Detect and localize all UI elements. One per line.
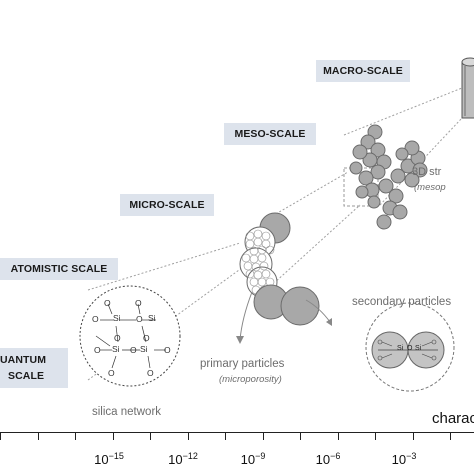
axis-tick-mark: [225, 432, 226, 440]
macro-cylinder: [461, 57, 474, 119]
atomistic-scale-tag: ATOMISTIC SCALE: [0, 258, 118, 280]
atom-o: O: [114, 333, 121, 343]
axis-tick-mark: [450, 432, 451, 440]
secondary-particles-label: secondary particles: [352, 296, 452, 308]
atom-o: O: [130, 345, 137, 355]
quantum-line1: UANTUM: [0, 354, 47, 366]
axis-tick-mark: [338, 432, 339, 440]
axis-tick-mark: [75, 432, 76, 440]
axis-tick-mark: [113, 432, 114, 440]
atom-o: O: [136, 314, 143, 324]
atom-o: O: [143, 333, 150, 343]
axis-tick-mark: [300, 432, 301, 440]
silica-network: [79, 285, 181, 387]
meso-aggregate: [349, 124, 428, 230]
meso-scale-tag: MESO-SCALE: [224, 123, 316, 145]
micro-scale-tag: MICRO-SCALE: [120, 194, 214, 216]
axis-tick-mark: [0, 432, 1, 440]
atom-o: O: [94, 345, 101, 355]
atom-si: Si: [113, 313, 121, 323]
atom-o: O: [147, 368, 154, 378]
quantum-scale-tag: UANTUM SCALE: [0, 348, 68, 388]
primary-particle-chain: [239, 212, 320, 326]
axis-tick-mark: [188, 432, 189, 440]
atom-si: Si: [148, 313, 156, 323]
atom-si: Si: [140, 344, 148, 354]
axis-tick-label: 10−6: [315, 451, 341, 467]
atom-si: Si: [112, 344, 120, 354]
structure-label: 3D str: [412, 166, 442, 178]
axis-tick-mark: [38, 432, 39, 440]
quantum-line2: SCALE: [8, 370, 45, 382]
x-axis-line: [0, 432, 474, 433]
axis-tick-mark: [375, 432, 376, 440]
structure-sublabel: (mesop: [414, 182, 446, 193]
axis-tick-mark: [263, 432, 264, 440]
primary-particles-sublabel: (microporosity): [219, 374, 282, 385]
axis-title: charac: [432, 410, 474, 427]
axis-tick-mark: [413, 432, 414, 440]
axis-tick-mark: [150, 432, 151, 440]
macro-scale-tag: MACRO-SCALE: [316, 60, 410, 82]
silica-network-label: silica network: [92, 406, 162, 418]
atom-o: O: [104, 298, 111, 308]
atom-o: O: [108, 368, 115, 378]
primary-particles-label: primary particles: [200, 358, 285, 370]
atom-o: O: [164, 345, 171, 355]
atom-si: Si: [397, 345, 404, 352]
primary-arrow: [239, 291, 253, 341]
axis-tick-label: 10−3: [391, 451, 417, 467]
axis-tick-label: 10−15: [94, 451, 124, 467]
axis-tick-label: 10−9: [240, 451, 266, 467]
secondary-arrow: [305, 299, 331, 323]
axis-tick-label: 10−12: [168, 451, 198, 467]
atom-o: O: [92, 314, 99, 324]
atom-o: O: [407, 345, 413, 352]
atom-o: O: [135, 298, 142, 308]
atom-si: Si: [415, 345, 422, 352]
secondary-particle-schematic: [365, 302, 455, 392]
